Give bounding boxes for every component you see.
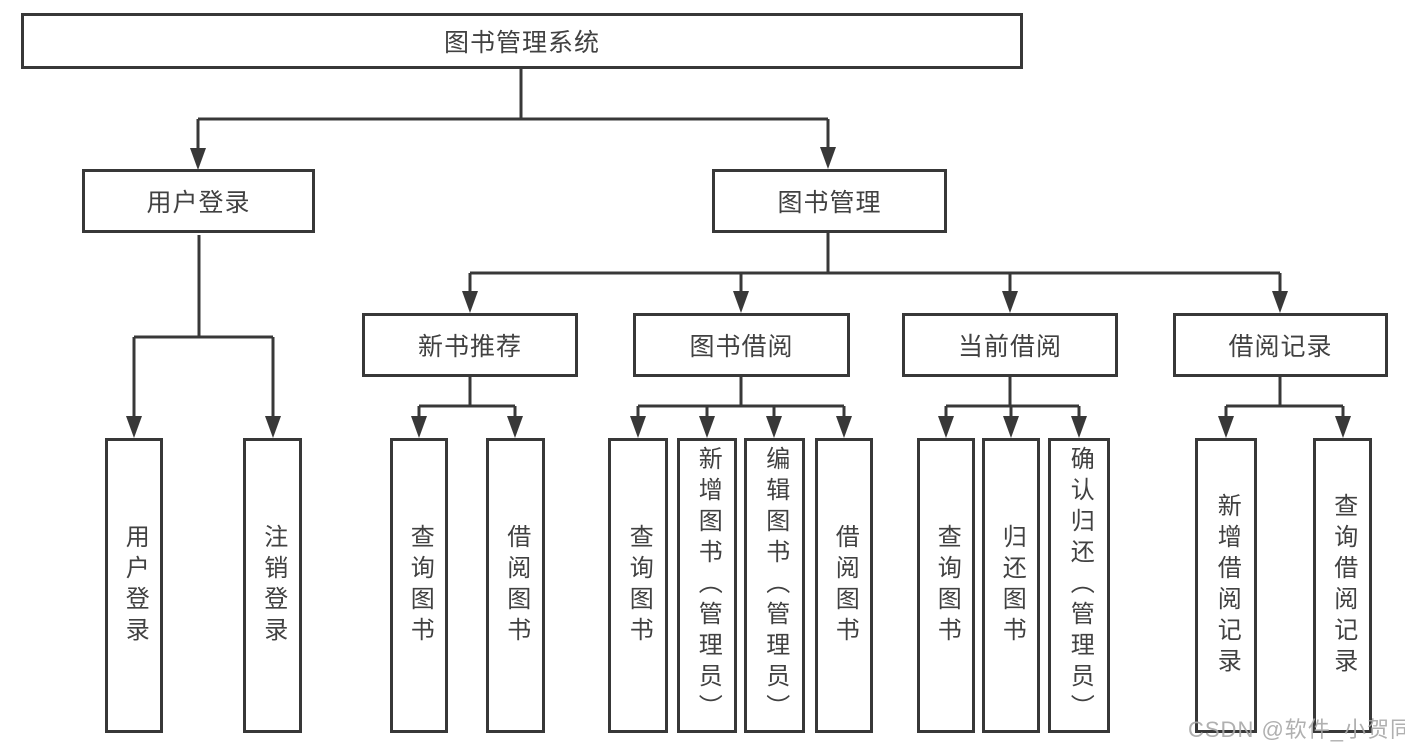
node-root: 图书管理系统 xyxy=(21,13,1023,69)
arrowhead-icon xyxy=(462,291,478,313)
node-new-book-recommend: 新书推荐 xyxy=(362,313,578,377)
node-leaf-query-books-current: 查询图书 xyxy=(917,438,975,733)
arrowhead-icon xyxy=(836,416,852,438)
arrowhead-icon xyxy=(938,416,954,438)
arrowhead-icon xyxy=(630,416,646,438)
node-borrowing-records-label: 借阅记录 xyxy=(1228,333,1333,361)
arrowhead-icon xyxy=(1218,416,1234,438)
node-leaf-logout-label: 注销登录 xyxy=(259,523,287,648)
node-leaf-edit-books-admin-label: 编辑图书（管理员） xyxy=(761,446,789,725)
node-leaf-borrow-books-recommend-label: 借阅图书 xyxy=(502,523,530,648)
arrowhead-icon xyxy=(411,416,427,438)
node-current-borrowing: 当前借阅 xyxy=(902,313,1118,377)
connector-newbook-branch xyxy=(417,377,517,418)
node-leaf-query-borrow-record-label: 查询借阅记录 xyxy=(1329,492,1357,679)
watermark: CSDN @软件_小贺同学 xyxy=(1188,717,1405,742)
connector-lines xyxy=(132,69,1345,418)
arrowhead-icon xyxy=(190,148,206,170)
node-leaf-confirm-return-admin: 确认归还（管理员） xyxy=(1048,438,1110,733)
arrowhead-icon xyxy=(1003,416,1019,438)
arrowhead-icon xyxy=(507,416,523,438)
node-leaf-query-books-recommend-label: 查询图书 xyxy=(406,523,434,648)
connector-userlogin-branch xyxy=(132,235,275,418)
node-borrowing-records: 借阅记录 xyxy=(1173,313,1388,377)
node-new-book-recommend-label: 新书推荐 xyxy=(417,333,522,361)
node-user-login: 用户登录 xyxy=(82,169,315,233)
node-current-borrowing-label: 当前借阅 xyxy=(957,333,1062,361)
arrowhead-icon xyxy=(1272,291,1288,313)
node-leaf-return-books: 归还图书 xyxy=(982,438,1040,733)
arrowhead-icon xyxy=(699,416,715,438)
arrowhead-icon xyxy=(265,416,281,438)
node-leaf-add-books-admin: 新增图书（管理员） xyxy=(677,438,737,733)
node-book-management-label: 图书管理 xyxy=(777,189,882,217)
node-leaf-edit-books-admin: 编辑图书（管理员） xyxy=(744,438,805,733)
arrowhead-icon xyxy=(126,416,142,438)
node-leaf-borrow-books: 借阅图书 xyxy=(815,438,873,733)
node-book-borrowing-label: 图书借阅 xyxy=(689,333,794,361)
arrowhead-icon xyxy=(820,147,836,169)
node-leaf-add-books-admin-label: 新增图书（管理员） xyxy=(694,446,722,725)
node-root-label: 图书管理系统 xyxy=(443,29,600,57)
node-book-management: 图书管理 xyxy=(712,169,947,233)
node-leaf-user-login-label: 用户登录 xyxy=(121,523,149,648)
node-leaf-user-login: 用户登录 xyxy=(105,438,163,733)
node-leaf-return-books-label: 归还图书 xyxy=(998,523,1026,648)
connector-bookmgmt-branch xyxy=(468,233,1282,293)
connector-records-branch xyxy=(1224,377,1345,418)
arrowheads xyxy=(126,147,1351,438)
node-leaf-query-books-current-label: 查询图书 xyxy=(933,523,961,648)
node-leaf-logout: 注销登录 xyxy=(243,438,302,733)
node-leaf-add-borrow-record: 新增借阅记录 xyxy=(1195,438,1257,733)
node-book-borrowing: 图书借阅 xyxy=(633,313,850,377)
arrowhead-icon xyxy=(1071,416,1087,438)
node-leaf-add-borrow-record-label: 新增借阅记录 xyxy=(1213,492,1241,679)
arrowhead-icon xyxy=(1335,416,1351,438)
node-leaf-borrow-books-label: 借阅图书 xyxy=(831,523,859,648)
arrowhead-icon xyxy=(766,416,782,438)
node-leaf-query-books-borrowing-label: 查询图书 xyxy=(625,523,653,648)
node-leaf-query-books-borrowing: 查询图书 xyxy=(608,438,668,733)
connector-level2-branch xyxy=(196,117,830,150)
connector-borrowing-branch xyxy=(636,377,846,418)
arrowhead-icon xyxy=(1002,291,1018,313)
arrowhead-icon xyxy=(733,291,749,313)
node-user-login-label: 用户登录 xyxy=(146,189,251,217)
node-leaf-confirm-return-admin-label: 确认归还（管理员） xyxy=(1066,446,1094,725)
connector-current-branch xyxy=(944,377,1081,418)
node-leaf-query-books-recommend: 查询图书 xyxy=(390,438,448,733)
node-leaf-query-borrow-record: 查询借阅记录 xyxy=(1313,438,1372,733)
node-leaf-borrow-books-recommend: 借阅图书 xyxy=(486,438,545,733)
